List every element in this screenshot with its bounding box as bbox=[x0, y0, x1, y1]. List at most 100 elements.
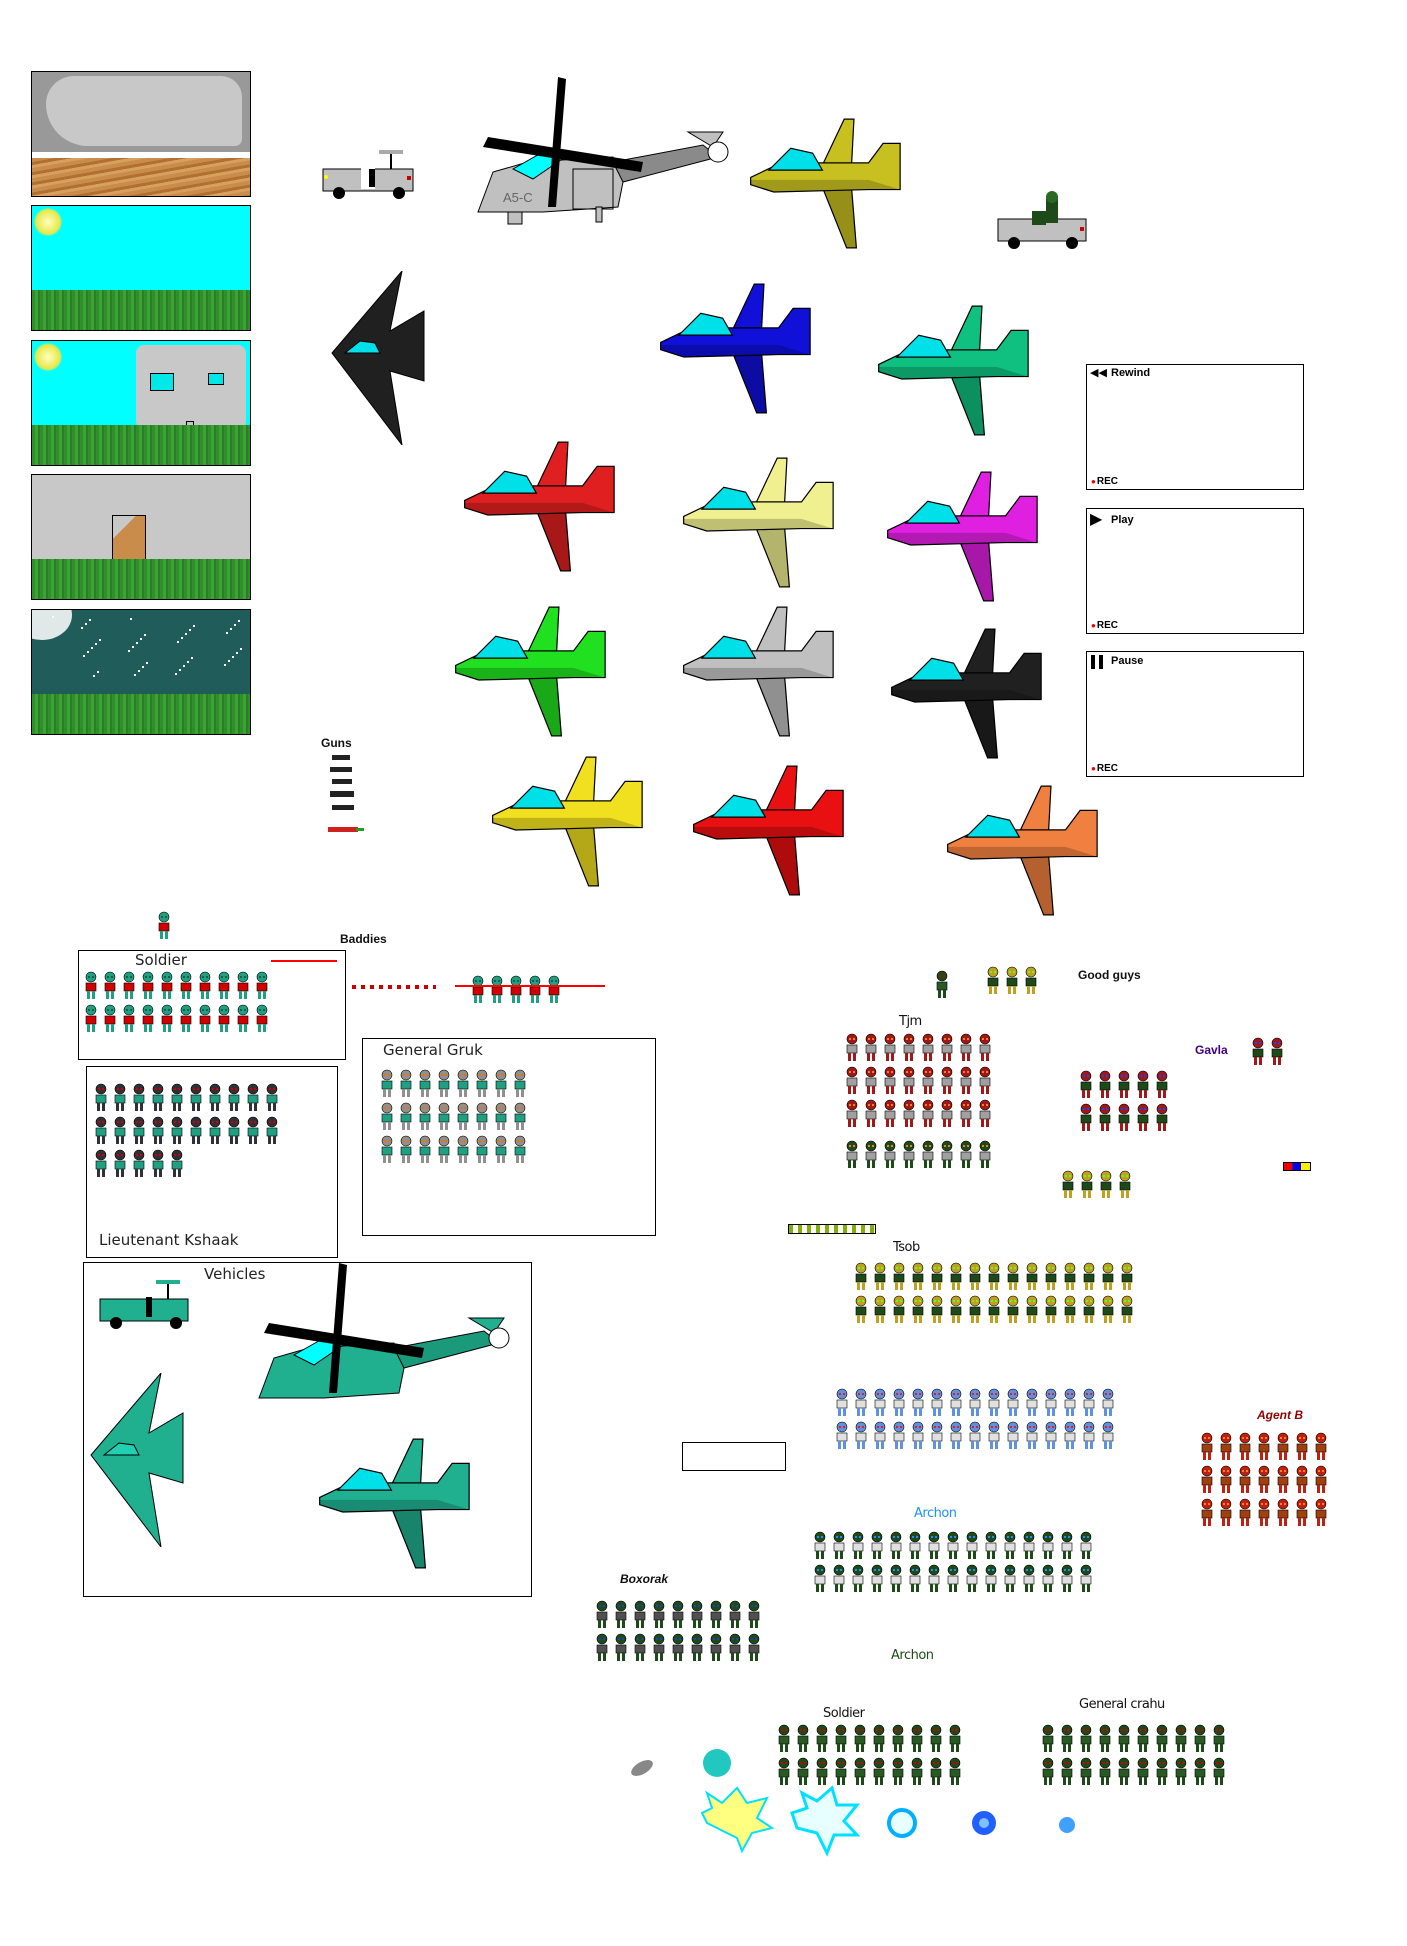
sprite-block bbox=[1078, 1070, 1170, 1133]
character-sprite bbox=[1043, 1388, 1059, 1418]
ammo-strip bbox=[352, 985, 436, 989]
character-sprite bbox=[1040, 1531, 1056, 1561]
plane-sprite bbox=[657, 280, 815, 421]
character-sprite bbox=[1097, 1070, 1113, 1100]
character-sprite bbox=[1154, 1757, 1170, 1787]
character-sprite bbox=[920, 1099, 936, 1129]
character-sprite bbox=[947, 1757, 963, 1787]
stealth-bomber-teal bbox=[90, 1373, 184, 1547]
character-sprite bbox=[121, 971, 137, 1001]
character-sprite bbox=[977, 1033, 993, 1063]
star bbox=[52, 616, 54, 618]
character-sprite bbox=[1154, 1724, 1170, 1754]
character-sprite bbox=[795, 1757, 811, 1787]
character-sprite bbox=[1078, 1531, 1094, 1561]
character-sprite bbox=[1192, 1724, 1208, 1754]
character-sprite bbox=[891, 1388, 907, 1418]
character-sprite bbox=[1004, 966, 1020, 996]
background-night-stars bbox=[31, 609, 251, 735]
character-sprite bbox=[226, 1083, 242, 1113]
character-sprite bbox=[264, 1083, 280, 1113]
character-sprite bbox=[216, 971, 232, 1001]
character-sprite bbox=[1119, 1295, 1135, 1325]
character-sprite bbox=[379, 1069, 395, 1099]
character-sprite bbox=[1313, 1432, 1329, 1462]
star bbox=[179, 669, 181, 671]
baddies-label: Baddies bbox=[340, 932, 387, 946]
star bbox=[136, 642, 138, 644]
character-sprite bbox=[910, 1262, 926, 1292]
character-sprite bbox=[708, 1633, 724, 1663]
character-sprite bbox=[920, 1033, 936, 1063]
star bbox=[193, 625, 195, 627]
character-sprite bbox=[1078, 1757, 1094, 1787]
lieutenant-kshaak-title: Lieutenant Kshaak bbox=[99, 1231, 239, 1249]
sprite-block bbox=[776, 1724, 963, 1787]
character-sprite bbox=[169, 1116, 185, 1146]
character-sprite bbox=[150, 1083, 166, 1113]
character-sprite bbox=[872, 1262, 888, 1292]
character-sprite bbox=[245, 1116, 261, 1146]
character-sprite bbox=[920, 1066, 936, 1096]
character-sprite bbox=[1005, 1421, 1021, 1451]
character-sprite bbox=[958, 1033, 974, 1063]
sprite-block bbox=[93, 1083, 280, 1179]
golf-cart bbox=[322, 150, 414, 199]
star bbox=[91, 647, 93, 649]
character-sprite bbox=[727, 1600, 743, 1630]
background-grass-day bbox=[31, 205, 251, 331]
character-sprite bbox=[1024, 1295, 1040, 1325]
character-sprite bbox=[398, 1069, 414, 1099]
character-sprite bbox=[1059, 1564, 1075, 1594]
character-sprite bbox=[967, 1388, 983, 1418]
effects-sprites bbox=[631, 1749, 1075, 1857]
character-sprite bbox=[986, 1421, 1002, 1451]
character-sprite bbox=[967, 1295, 983, 1325]
recorder-rewind-panel: ◀◀ Rewind ●REC bbox=[1086, 364, 1304, 490]
star bbox=[144, 634, 146, 636]
rec-indicator: ●REC bbox=[1091, 476, 1118, 487]
character-sprite bbox=[398, 1135, 414, 1165]
character-sprite bbox=[1256, 1498, 1272, 1528]
sprite-block bbox=[379, 1069, 528, 1165]
character-sprite bbox=[831, 1564, 847, 1594]
character-sprite bbox=[1023, 966, 1039, 996]
character-sprite bbox=[844, 1066, 860, 1096]
agent-b-label: Agent B bbox=[1257, 1408, 1303, 1422]
character-sprite bbox=[814, 1724, 830, 1754]
character-sprite bbox=[939, 1066, 955, 1096]
character-sprite bbox=[1100, 1262, 1116, 1292]
sprite-block bbox=[834, 1388, 1116, 1451]
star bbox=[134, 674, 136, 676]
character-sprite bbox=[947, 1724, 963, 1754]
guns-label: Guns bbox=[321, 736, 352, 750]
character-sprite bbox=[1043, 1421, 1059, 1451]
character-sprite bbox=[93, 1116, 109, 1146]
character-sprite bbox=[844, 1033, 860, 1063]
character-sprite bbox=[474, 1069, 490, 1099]
character-sprite bbox=[1005, 1388, 1021, 1418]
character-sprite bbox=[1237, 1432, 1253, 1462]
character-sprite bbox=[156, 911, 172, 941]
character-sprite bbox=[651, 1600, 667, 1630]
sun-icon bbox=[34, 343, 62, 371]
character-sprite bbox=[871, 1757, 887, 1787]
character-sprite bbox=[436, 1135, 452, 1165]
vehicles-box-title: Vehicles bbox=[204, 1265, 266, 1283]
sprite-block bbox=[844, 1033, 993, 1129]
character-sprite bbox=[853, 1388, 869, 1418]
character-sprite bbox=[264, 1116, 280, 1146]
character-sprite bbox=[140, 971, 156, 1001]
star bbox=[189, 629, 191, 631]
play-label: Play bbox=[1111, 514, 1134, 526]
character-sprite bbox=[632, 1633, 648, 1663]
character-sprite bbox=[872, 1295, 888, 1325]
character-sprite bbox=[1173, 1724, 1189, 1754]
character-sprite bbox=[833, 1724, 849, 1754]
character-sprite bbox=[178, 971, 194, 1001]
color-swatch bbox=[1283, 1162, 1311, 1171]
sprite-block bbox=[985, 966, 1039, 996]
character-sprite bbox=[159, 971, 175, 1001]
character-sprite bbox=[834, 1421, 850, 1451]
recorder-play-panel: ▶ Play ●REC bbox=[1086, 508, 1304, 634]
